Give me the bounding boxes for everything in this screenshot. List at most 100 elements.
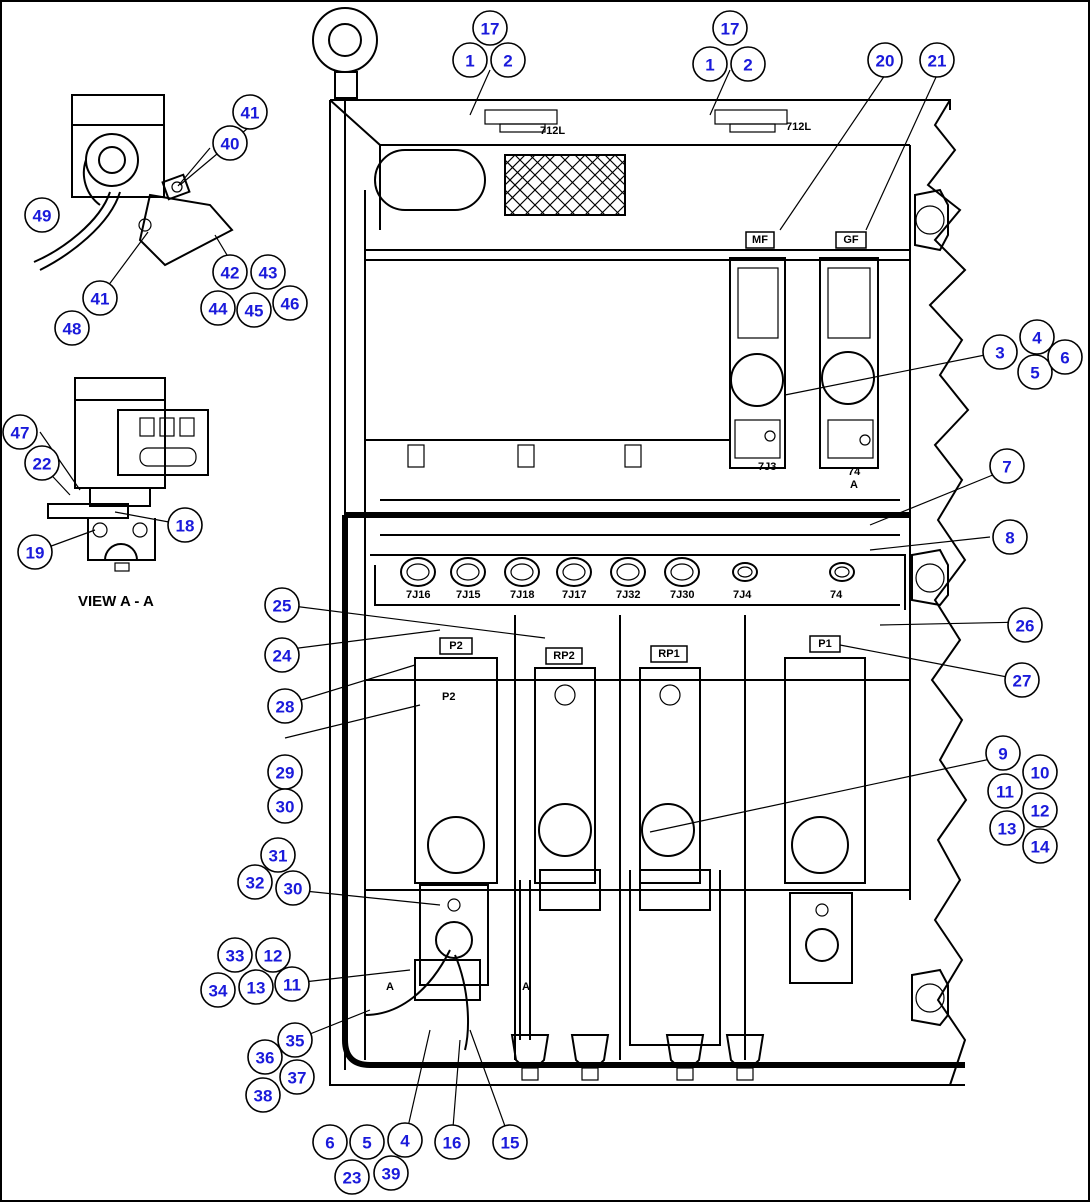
view-a-a-title: VIEW A - A: [78, 593, 154, 610]
callout-7: 7: [989, 448, 1025, 484]
connector-7j17-label: 7J17: [562, 589, 586, 601]
connector-7j32-label: 7J32: [616, 589, 640, 601]
detail-view-a-a: VIEW A - A: [47, 377, 209, 610]
callout-1-label: 1: [705, 56, 714, 75]
callout-39-label: 39: [382, 1165, 401, 1184]
connector-7j16-label: 7J16: [406, 589, 430, 601]
callout-13-label: 13: [998, 820, 1017, 839]
bottom-plug-base: [521, 1067, 539, 1081]
callout-35: 35: [277, 1022, 313, 1058]
relay-p2: [414, 657, 498, 986]
label-74: 74: [848, 466, 861, 478]
callout-39: 39: [373, 1155, 409, 1191]
svg-text:P1: P1: [818, 638, 831, 650]
callout-41-label: 41: [91, 290, 110, 309]
callout-44-label: 44: [209, 300, 228, 319]
label-section-a-right: A: [522, 981, 530, 993]
bottom-plug: [510, 1034, 550, 1069]
callout-5: 5: [1017, 354, 1053, 390]
callout-26-label: 26: [1016, 617, 1035, 636]
callout-2-label: 2: [503, 52, 512, 71]
callout-12: 12: [255, 937, 291, 973]
callout-9-label: 9: [998, 745, 1007, 764]
svg-text:RP1: RP1: [658, 648, 679, 660]
relay-mf: [729, 257, 786, 469]
relay-p1: [784, 657, 866, 984]
callout-2: 2: [490, 42, 526, 78]
callout-40-label: 40: [221, 135, 240, 154]
bottom-plug-base: [736, 1067, 754, 1081]
callout-12-label: 12: [1031, 802, 1050, 821]
callout-2-label: 2: [743, 56, 752, 75]
callout-43-label: 43: [259, 264, 278, 283]
callout-3: 3: [982, 334, 1018, 370]
callout-48: 48: [54, 310, 90, 346]
callout-30-label: 30: [284, 880, 303, 899]
tag-gf: GF: [835, 231, 867, 249]
callout-38-label: 38: [254, 1087, 273, 1106]
callout-4: 4: [387, 1122, 423, 1158]
callout-20-label: 20: [876, 52, 895, 71]
callout-30: 30: [275, 870, 311, 906]
callout-46-label: 46: [281, 295, 300, 314]
callout-29: 29: [267, 754, 303, 790]
relay-rp2: [534, 667, 596, 884]
svg-text:P2: P2: [449, 640, 462, 652]
callout-45-label: 45: [245, 302, 264, 321]
callout-41-label: 41: [241, 104, 260, 123]
svg-text:RP2: RP2: [553, 650, 574, 662]
label-7j3: 7J3: [758, 461, 776, 473]
callout-36: 36: [247, 1039, 283, 1075]
callout-18: 18: [167, 507, 203, 543]
callout-11-label: 11: [996, 783, 1014, 802]
callout-4: 4: [1019, 319, 1055, 355]
callout-41: 41: [232, 94, 268, 130]
callout-1: 1: [692, 46, 728, 82]
callout-8: 8: [992, 519, 1028, 555]
callout-6: 6: [1047, 339, 1083, 375]
callout-21-label: 21: [928, 52, 947, 71]
callout-33: 33: [217, 937, 253, 973]
callout-12-label: 12: [264, 947, 283, 966]
callout-29-label: 29: [276, 764, 295, 783]
svg-text:MF: MF: [752, 234, 768, 246]
bottom-plug-base: [676, 1067, 694, 1081]
callout-5-label: 5: [1030, 364, 1039, 383]
connector-7j4-label: 7J4: [733, 589, 752, 601]
callout-35-label: 35: [286, 1032, 305, 1051]
tag-mf: MF: [745, 231, 775, 249]
connector-7j18: 7J18: [504, 557, 540, 601]
callout-31: 31: [260, 837, 296, 873]
callout-11: 11: [987, 773, 1023, 809]
label-p2-inner: P2: [442, 691, 455, 703]
callout-33-label: 33: [226, 947, 245, 966]
connector-7j15: 7J15: [450, 557, 486, 601]
callout-27-label: 27: [1013, 672, 1032, 691]
callout-1-label: 1: [465, 52, 474, 71]
connector-7j4: 7J4: [732, 562, 758, 601]
callout-23-label: 23: [343, 1169, 362, 1188]
callout-13: 13: [238, 969, 274, 1005]
callout-6-label: 6: [1060, 349, 1069, 368]
connector-7j17: 7J17: [556, 557, 592, 601]
connector-7j18-label: 7J18: [510, 589, 534, 601]
callout-11: 11: [274, 966, 310, 1002]
relay-rp1: [639, 667, 701, 884]
callout-32: 32: [237, 864, 273, 900]
callout-19-label: 19: [26, 544, 45, 563]
callout-43: 43: [250, 254, 286, 290]
connector-7j32: 7J32: [610, 557, 646, 601]
callout-7-label: 7: [1002, 458, 1011, 477]
callout-17: 17: [472, 10, 508, 46]
callout-8-label: 8: [1005, 529, 1014, 548]
callout-44: 44: [200, 290, 236, 326]
callout-42-label: 42: [221, 264, 240, 283]
callout-16: 16: [434, 1124, 470, 1160]
callout-6-label: 6: [325, 1134, 334, 1153]
tag-p2: P2: [439, 637, 473, 655]
callout-24-label: 24: [273, 647, 292, 666]
callout-47-label: 47: [11, 424, 30, 443]
callout-45: 45: [236, 292, 272, 328]
